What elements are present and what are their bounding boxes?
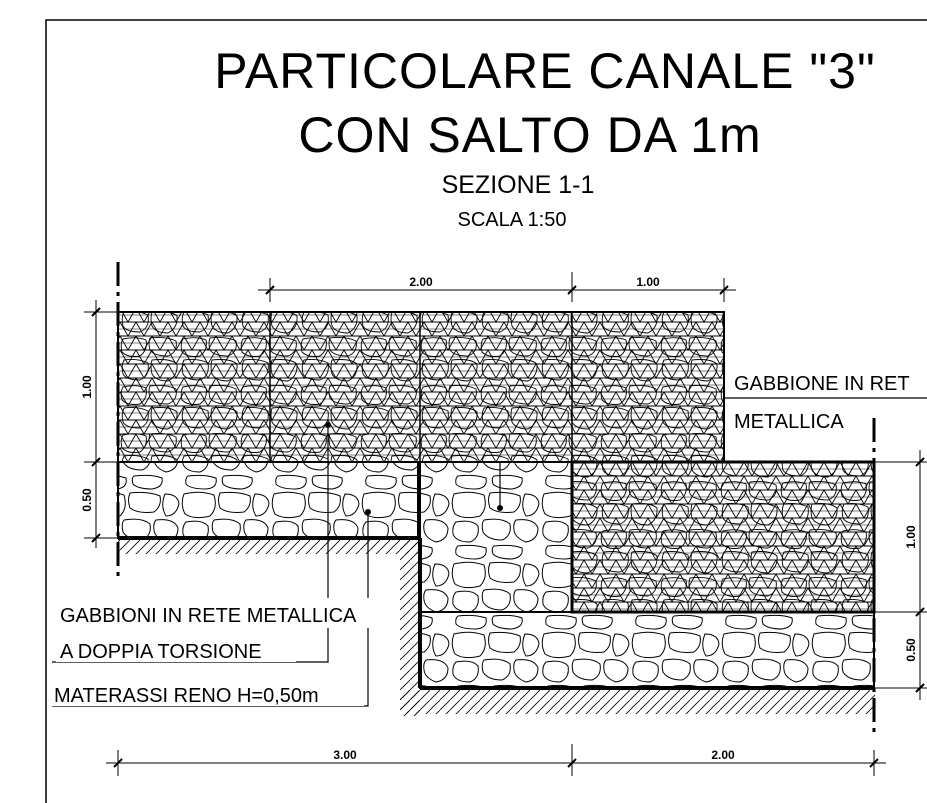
dim-top-left: 2.00 bbox=[409, 275, 433, 289]
label-bg-materassi bbox=[52, 680, 364, 706]
title-line1: PARTICOLARE CANALE "3" bbox=[214, 43, 875, 99]
leader-dot-materassi bbox=[365, 509, 371, 515]
label-bg-metallica bbox=[730, 402, 840, 436]
drop-block bbox=[419, 461, 573, 613]
dim-left-lower: 0.50 bbox=[80, 488, 94, 512]
label-bg-doppia bbox=[56, 638, 296, 662]
title-line2: CON SALTO DA 1m bbox=[298, 107, 761, 163]
label-gabbioni-line2: A DOPPIA TORSIONE bbox=[60, 641, 262, 663]
axis-lines bbox=[116, 262, 876, 735]
lower-mattress bbox=[418, 538, 875, 690]
section-label: SEZIONE 1-1 bbox=[442, 171, 595, 199]
label-gabbioni-line1: GABBIONI IN RETE METALLICA bbox=[60, 605, 357, 627]
upper-mattress bbox=[117, 461, 419, 540]
dim-top-right: 1.00 bbox=[636, 275, 660, 289]
sheet-frame bbox=[45, 19, 927, 803]
dim-bottom-left: 3.00 bbox=[333, 748, 357, 762]
dim-bottom-right: 2.00 bbox=[711, 748, 735, 762]
dim-right-upper: 1.00 bbox=[904, 525, 918, 549]
dim-right-lower: 0.50 bbox=[904, 638, 918, 662]
label-bg-gabbione bbox=[730, 356, 927, 396]
leader-dot-gabbioni bbox=[325, 422, 331, 428]
upper-gabion-row bbox=[117, 311, 725, 463]
ground-hatch bbox=[118, 538, 875, 716]
leader-dot-drop bbox=[497, 505, 503, 511]
dimension-ticks bbox=[91, 285, 925, 768]
lower-gabion bbox=[570, 460, 876, 614]
dim-left-upper: 1.00 bbox=[80, 375, 94, 399]
label-gabbione-line1: GABBIONE IN RET bbox=[734, 373, 910, 395]
scale-label: SCALA 1:50 bbox=[458, 209, 567, 231]
label-gabbione-line2: METALLICA bbox=[734, 411, 844, 433]
label-bg-gabbioni bbox=[56, 598, 396, 628]
label-materassi: MATERASSI RENO H=0,50m bbox=[54, 685, 319, 707]
